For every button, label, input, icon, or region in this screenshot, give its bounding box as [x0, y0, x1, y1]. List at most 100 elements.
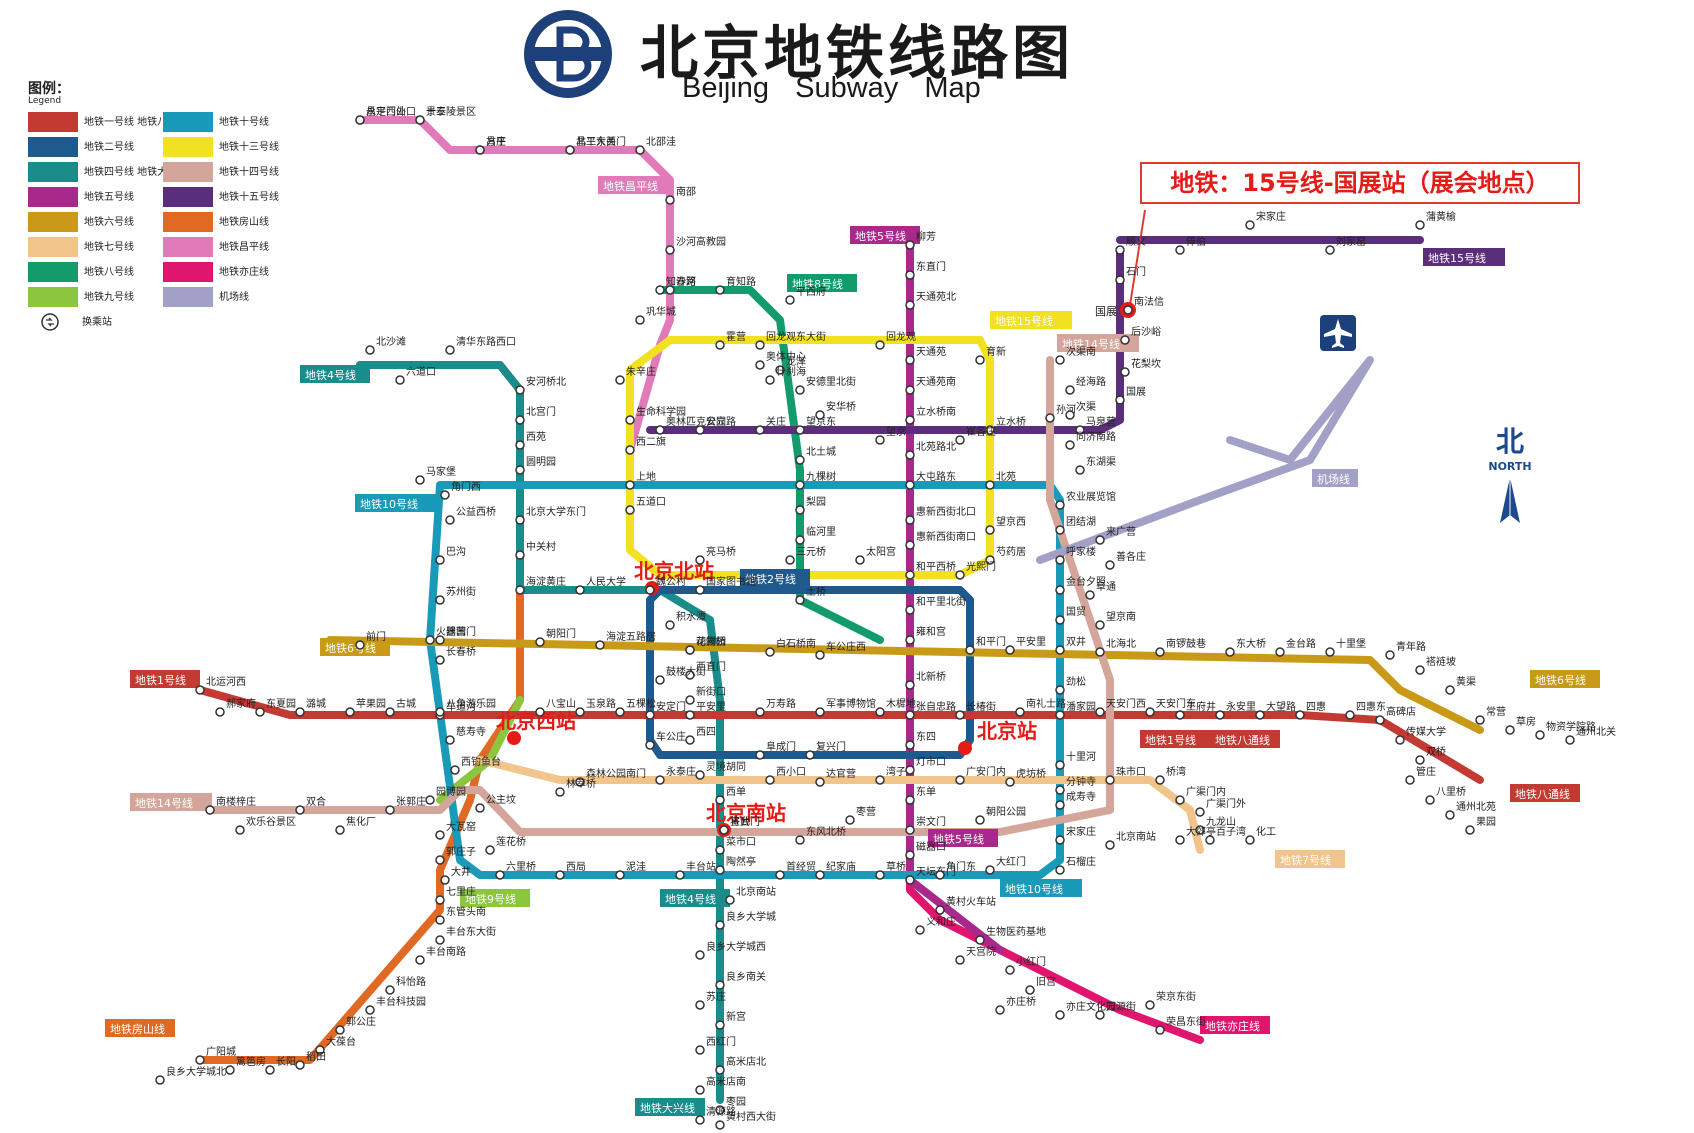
station: 天安门东: [1145, 697, 1196, 717]
station: 五棵松: [615, 697, 656, 717]
station-dot: [1095, 1010, 1105, 1020]
station-label: 国展: [1126, 386, 1146, 398]
station: 北宫门: [515, 405, 556, 425]
station-label: 大望路: [1266, 700, 1296, 713]
station-dot: [1085, 590, 1095, 600]
station-dot: [1405, 775, 1415, 785]
station: 高碑店: [1375, 705, 1416, 725]
station: 惠新西街南口: [905, 530, 976, 550]
station-dot: [665, 245, 675, 255]
station: 大红门: [985, 855, 1026, 875]
station-label: 王府井: [1186, 700, 1216, 713]
station: 天宫院: [955, 945, 996, 965]
station-dot: [905, 385, 915, 395]
station: 望京西: [985, 515, 1026, 535]
station-label: 亦庄桥: [1006, 995, 1036, 1008]
line-tag-label: 地铁14号线: [135, 796, 193, 810]
station-label: 北土城: [806, 445, 836, 458]
station-dot: [515, 585, 525, 595]
station-label: 光熙门: [966, 560, 996, 573]
station: 郭公庄: [335, 1015, 376, 1035]
station-dot: [1055, 760, 1065, 770]
station: 雍和宫: [905, 625, 946, 645]
station-dot: [685, 670, 695, 680]
station-label: 桥湾: [1166, 765, 1186, 778]
station: 良乡南关: [715, 970, 766, 990]
station-label: 育新: [986, 345, 1006, 358]
station-dot: [265, 1065, 275, 1075]
station-dot: [435, 935, 445, 945]
station: 亦庄文化园: [1055, 1000, 1116, 1020]
station-dot: [1120, 335, 1130, 345]
station-dot: [425, 795, 435, 805]
station-label: 丰台科技园: [376, 995, 426, 1008]
station-dot: [575, 585, 585, 595]
line-tag: [787, 274, 857, 292]
station: 花园桥: [685, 635, 726, 655]
station: 东湖渠: [1075, 455, 1116, 475]
station-dot: [1120, 367, 1130, 377]
station-label: 石榴庄: [1066, 855, 1096, 868]
station: 通州北苑: [1445, 800, 1496, 820]
legend-label: 地铁五号线: [84, 191, 134, 203]
station-dot: [905, 570, 915, 580]
station-label: 大郊亭: [1186, 825, 1216, 838]
station-dot: [1055, 615, 1065, 625]
station-label: 东直门: [916, 260, 946, 273]
station-label: 北运河西: [206, 676, 246, 688]
station-label: 车公庄西: [826, 640, 866, 653]
line-tag-label: 地铁4号线: [305, 368, 356, 382]
station: 焦化厂: [335, 815, 376, 835]
station-dot: [695, 1000, 705, 1010]
station-dot: [1505, 725, 1515, 735]
station-dot: [785, 295, 795, 305]
station: 东单: [905, 785, 936, 805]
station-dot: [1105, 560, 1115, 570]
station-label: 前门: [366, 630, 386, 643]
station-dot: [725, 895, 735, 905]
station: 双桥: [1415, 746, 1446, 765]
station: 西苑: [515, 430, 546, 450]
callout-pointer: [1129, 209, 1146, 306]
station-dot: [955, 955, 965, 965]
station-dot: [905, 240, 915, 250]
station-dot: [215, 707, 225, 717]
station-dot: [1075, 425, 1085, 435]
line-tag: [850, 226, 920, 244]
station-dot: [985, 555, 995, 565]
station-label: 黄村火车站: [946, 895, 996, 908]
station: 霍营: [715, 330, 746, 350]
station-label: 常营: [1486, 705, 1506, 718]
station: 望京南: [1095, 610, 1136, 630]
legend-subtitle: Legend: [28, 96, 62, 106]
station-dot: [935, 905, 945, 915]
legend-swatch: [163, 162, 213, 182]
station: 龙泽: [775, 355, 806, 375]
station-dot: [685, 645, 695, 655]
station-label: 同济南路: [1076, 430, 1116, 443]
station-dot: [435, 635, 445, 645]
station-dot: [1535, 730, 1545, 740]
station-dot: [1145, 1000, 1155, 1010]
station-label: 望京西: [996, 515, 1026, 528]
station-dot: [1055, 525, 1065, 535]
station-label: 八宝山: [546, 697, 576, 710]
station-dot: [755, 750, 765, 760]
station: 后沙峪: [1120, 326, 1161, 345]
station-dot: [875, 340, 885, 350]
station-dot: [1115, 245, 1125, 255]
legend-swatch: [28, 187, 78, 207]
station: 东管头南: [435, 905, 486, 925]
station-dot: [565, 145, 575, 155]
line-tag: [1000, 879, 1082, 897]
station: 永定门外: [355, 105, 406, 125]
callout-text: 地铁：15号线-国展站（展会地点）: [1170, 169, 1550, 197]
line-tag-label: 地铁6号线: [1535, 673, 1586, 687]
station-dot: [1075, 465, 1085, 475]
station-dot: [1325, 647, 1335, 657]
station-label: 西直门: [696, 660, 726, 673]
station-dot: [515, 440, 525, 450]
station: 国展: [1115, 386, 1146, 405]
station-label: 军事博物馆: [826, 697, 876, 710]
